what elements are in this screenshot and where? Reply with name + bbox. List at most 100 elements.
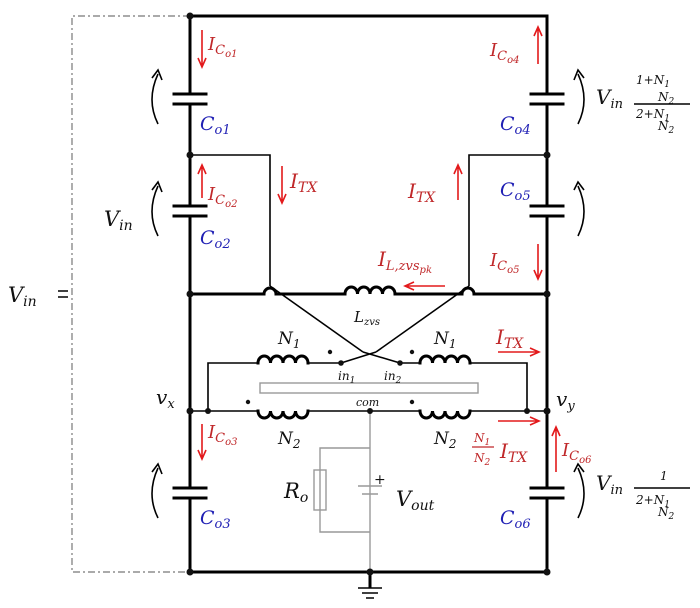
ground-icon <box>358 587 382 599</box>
top-ratio-den-n2: N <box>657 119 669 133</box>
ico3-subsub: o3 <box>225 437 237 448</box>
n2-right-label: N <box>433 429 450 449</box>
ico6-sub: C <box>569 449 579 464</box>
ico5-subsub: o5 <box>507 265 519 276</box>
co5-label: C <box>500 179 515 201</box>
capacitor-co3 <box>172 486 208 500</box>
svg-text:ITX: ITX <box>499 439 528 466</box>
top-ratio-den-n2-sub: 2 <box>668 126 675 136</box>
svg-text:IL,zvspk: IL,zvspk <box>377 247 432 276</box>
vx-sub: x <box>167 397 175 412</box>
vout-label: V <box>396 487 413 511</box>
vout-sub: out <box>411 498 434 514</box>
vin-top-right-label: V <box>596 85 613 109</box>
capacitor-vout <box>358 485 382 495</box>
ilzvs-subsub: pk <box>420 265 432 276</box>
svg-text:N2: N2 <box>473 451 491 468</box>
capacitor-co5 <box>529 204 565 218</box>
vin-top-right-sub: in <box>610 97 623 112</box>
com-label: com <box>356 396 379 409</box>
lead-crossing <box>340 351 401 364</box>
svg-text:Vin: Vin <box>104 207 133 234</box>
svg-text:Vin: Vin <box>596 85 623 112</box>
ico2-sub: C <box>215 193 225 208</box>
winding-n2-right <box>418 409 472 420</box>
in2-label: in <box>384 369 396 383</box>
vin-left-sub: in <box>23 294 37 310</box>
itx-n2-frac-den-sub: 2 <box>484 458 491 468</box>
ro-label: R <box>283 479 300 503</box>
lead-right-to-in1 <box>375 285 470 353</box>
ico3-label: I <box>207 422 216 443</box>
ico4-sub: C <box>497 49 507 64</box>
bot-ratio-den-n2-sub: 2 <box>668 512 675 522</box>
svg-text:Lzvs: Lzvs <box>353 308 380 328</box>
bot-ratio-den-n1-sub: 1 <box>664 500 670 510</box>
top-ratio-n2-sub: 2 <box>668 97 675 107</box>
top-ratio-den: 2+ <box>635 107 654 121</box>
winding-n1-left <box>256 354 310 365</box>
voltage-arrows <box>151 68 585 519</box>
svg-text:N1: N1 <box>473 431 490 448</box>
co1-label: C <box>200 113 215 135</box>
ro-loop <box>319 447 370 533</box>
top-ratio-den-n1-sub: 1 <box>664 114 670 124</box>
ico3-sub: C <box>215 431 225 446</box>
top-ratio-n1-sub: 1 <box>664 80 670 90</box>
itx-n2-frac-num-sub: 1 <box>485 438 491 448</box>
svg-text:Vout: Vout <box>396 487 435 514</box>
vin-source-symbol <box>58 290 68 298</box>
top-ratio-n1: N <box>653 73 665 87</box>
vin-reference-line <box>71 15 190 573</box>
n1-left-label: N <box>277 329 294 349</box>
ico5-label: I <box>489 250 498 271</box>
svg-text:Co6: Co6 <box>500 507 531 532</box>
in1-label: in <box>338 369 350 383</box>
capacitor-co2 <box>172 204 208 218</box>
svg-text:Vin: Vin <box>596 471 623 498</box>
vin-mid-sub: in <box>119 218 133 234</box>
n2-left-sub: 2 <box>292 437 301 451</box>
svg-text:ICo4: ICo4 <box>489 40 519 66</box>
co6-label: C <box>500 507 515 529</box>
n2-right-sub: 2 <box>448 437 457 451</box>
ilzvs-label: I <box>377 247 387 271</box>
svg-text:ICo5: ICo5 <box>489 250 519 276</box>
ico6-subsub: o6 <box>579 455 592 466</box>
co6-sub: o6 <box>515 517 531 532</box>
bus-crossovers <box>262 286 476 296</box>
primary-wires <box>207 362 528 411</box>
svg-text:N1: N1 <box>277 329 301 351</box>
top-ratio-n2: N <box>657 90 669 104</box>
svg-text:1+N1: 1+N1 <box>636 73 670 90</box>
co4-label: C <box>500 113 515 135</box>
itx-left-sub: TX <box>298 180 318 196</box>
svg-text:Co4: Co4 <box>500 113 531 138</box>
current-arrows <box>197 25 561 472</box>
svg-text:in1: in1 <box>338 369 355 386</box>
labels: Vin Vin Vin 1+N1 N2 2+N1 N2 Vin 1 2+N1 N… <box>8 34 690 532</box>
itx-n2-label: I <box>499 439 509 463</box>
svg-text:N2: N2 <box>277 429 301 451</box>
n1-left-sub: 1 <box>293 337 301 351</box>
co2-label: C <box>200 227 215 249</box>
junction-dots <box>186 12 551 576</box>
co2-sub: o2 <box>215 237 231 252</box>
n1-right-sub: 1 <box>449 337 457 351</box>
co4-sub: o4 <box>515 123 531 138</box>
ico6-label: I <box>561 440 570 461</box>
itx-n2-frac-den: N <box>473 451 485 465</box>
svg-text:Co5: Co5 <box>500 179 531 204</box>
capacitor-co4 <box>529 92 565 106</box>
svg-text:2+N1: 2+N1 <box>635 493 670 510</box>
inductor-lzvs <box>343 285 397 296</box>
itx-n1-sub: TX <box>504 336 524 352</box>
co1-sub: o1 <box>215 123 231 138</box>
winding-n1-right <box>418 354 472 365</box>
lzvs-sub: zvs <box>363 317 380 328</box>
n1-right-label: N <box>433 329 450 349</box>
winding-n2-left <box>256 409 310 420</box>
capacitor-co6 <box>529 486 565 500</box>
